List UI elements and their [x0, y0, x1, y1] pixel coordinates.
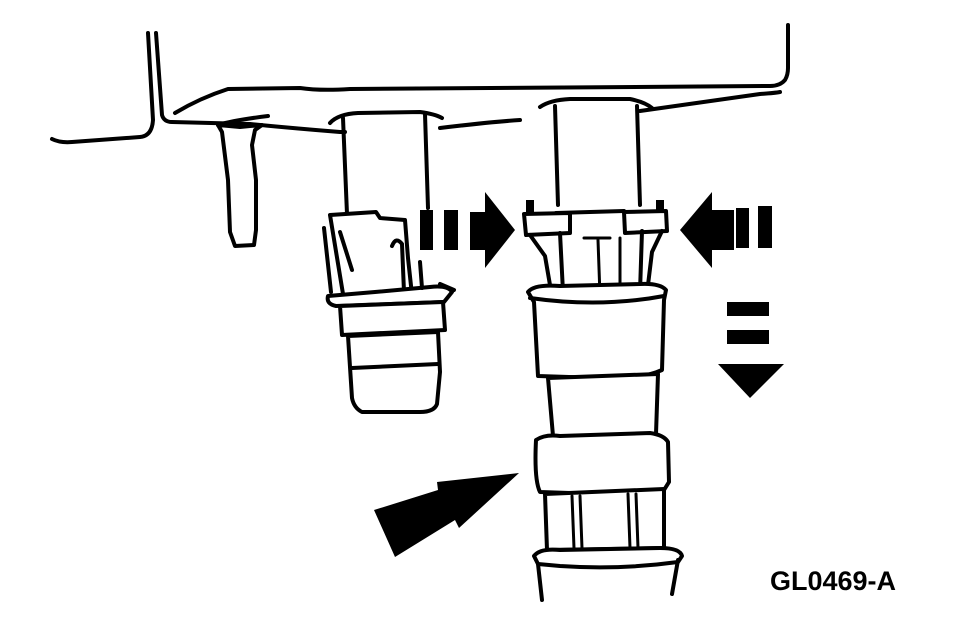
left-connector	[322, 210, 456, 414]
small-stud	[216, 114, 270, 248]
figure-caption-code: GL0469-A	[770, 566, 897, 596]
mounting-bracket	[50, 23, 790, 145]
squeeze-arrow-right	[680, 192, 772, 268]
hose-fitting	[526, 281, 684, 602]
pull-down-arrow	[718, 302, 784, 398]
pointer-arrow	[374, 473, 519, 557]
right-tube	[553, 104, 642, 207]
left-tube	[341, 112, 430, 216]
squeeze-arrow-left	[420, 192, 515, 268]
right-connector	[522, 200, 669, 298]
